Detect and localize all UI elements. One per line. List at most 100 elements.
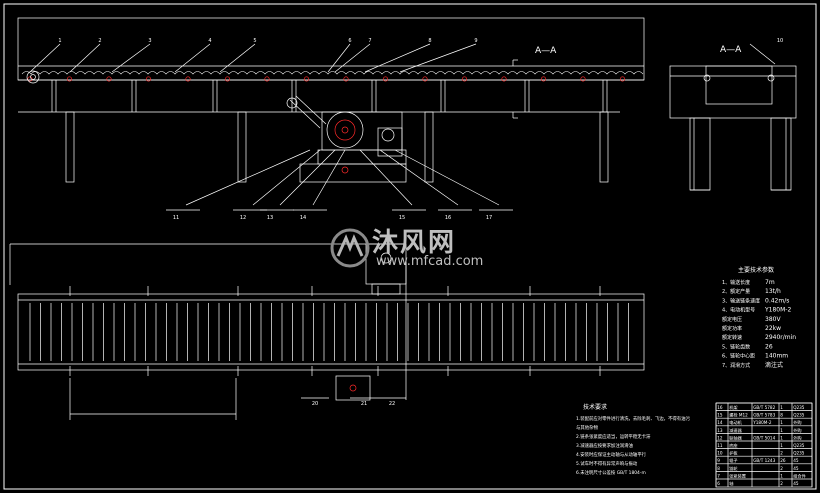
- title-cell: 8: [780, 413, 783, 418]
- title-cell: 12: [717, 435, 723, 440]
- title-cell: 联轴器: [729, 434, 742, 441]
- drive-sprocket: [326, 111, 364, 149]
- title-cell: Q235: [793, 443, 805, 448]
- note-line: 6.未注明尺寸公差按 GB/T 1804-m: [576, 469, 646, 476]
- watermark-title: 沐风网: [372, 228, 457, 258]
- tail-sprocket: [26, 70, 40, 84]
- spec-value: 滴注式: [765, 361, 783, 369]
- side-leg-left: [689, 117, 711, 191]
- title-cell: Q235: [793, 413, 805, 418]
- drawing-border: [3, 3, 817, 490]
- title-cell: Q235: [793, 405, 805, 410]
- callout-top: 3: [148, 38, 151, 44]
- specs-title: 主要技术参数: [738, 266, 774, 274]
- leader-line: [29, 43, 61, 73]
- spec-key: 2、额定产量: [722, 288, 750, 295]
- drive-sprocket-inner: [334, 119, 356, 141]
- leader-line: [312, 149, 346, 206]
- title-cell: 26: [780, 458, 786, 463]
- spec-value: 26: [765, 343, 773, 350]
- callout-top: 2: [98, 38, 101, 44]
- leader-line: [749, 43, 776, 65]
- title-cell: 45: [793, 458, 799, 463]
- title-cell: GB/T 5783: [753, 413, 775, 418]
- spec-value: 0.42m/s: [765, 297, 789, 304]
- callout-plan: 22: [389, 401, 395, 407]
- spec-key: 额定电压: [722, 316, 742, 323]
- callout-top: 7: [368, 38, 371, 44]
- side-hopper-frame: [669, 65, 797, 119]
- title-cell: 1: [780, 473, 783, 478]
- leader-line: [252, 149, 321, 206]
- roller-dot: [501, 76, 507, 82]
- roller-dot: [224, 76, 231, 82]
- spec-value: 140mm: [765, 353, 788, 360]
- roller-dot: [461, 76, 468, 82]
- callout-plan: 21: [361, 401, 367, 407]
- title-cell: 张紧装置: [729, 472, 746, 479]
- title-cell: 6: [717, 481, 720, 486]
- note-line: 2.链条张紧度应适当，运转平稳无卡滞: [576, 433, 651, 440]
- side-leg-right: [770, 117, 792, 191]
- note-line: 3.减速器应按要求加注润滑油: [576, 442, 633, 449]
- title-cell: 2: [780, 481, 783, 486]
- spec-value: 380V: [765, 316, 781, 323]
- title-cell: GB/T 5782: [753, 405, 775, 410]
- title-cell: 组合件: [793, 472, 806, 479]
- callout-bottom: 14: [300, 215, 306, 221]
- section-label-main: A—A: [535, 46, 557, 56]
- title-cell: 外购: [793, 434, 801, 441]
- tension-arm: [289, 99, 321, 129]
- roller-dot: [185, 76, 191, 82]
- title-cell: GB/T 1243: [753, 458, 775, 463]
- title-cell: 减速器: [729, 427, 742, 434]
- leader-line: [379, 149, 459, 206]
- spec-key: 5、链轮齿数: [722, 343, 750, 350]
- spec-value: 13t/h: [765, 288, 781, 295]
- leader-line: [219, 43, 256, 73]
- spec-value: 7m: [765, 279, 775, 286]
- callout-bottom: 11: [173, 215, 179, 221]
- leader-line: [359, 149, 413, 206]
- callout-bottom: 15: [399, 215, 405, 221]
- spec-key: 4、电动机型号: [722, 307, 755, 314]
- note-line: 1.装配前应对零件进行清洗，去除毛刺、飞边，不得有油污: [576, 415, 691, 422]
- title-cell: 1: [780, 420, 783, 425]
- leader-line: [399, 43, 477, 73]
- title-cell: 2: [780, 451, 783, 456]
- note-line: 5.试车时不得有异常声响与振动: [576, 460, 638, 467]
- watermark: 沐风网 www.mfcad.com: [328, 222, 498, 278]
- support-leg: [65, 111, 75, 183]
- drive-lower-dot: [341, 166, 349, 174]
- roller-dot: [619, 76, 626, 82]
- roller-dot: [540, 76, 547, 82]
- title-cell: 外购: [793, 427, 801, 434]
- side-roller: [703, 74, 711, 82]
- drive-hub: [341, 126, 349, 134]
- title-cell: 10: [717, 451, 723, 456]
- roller-dot: [422, 76, 428, 82]
- title-cell: 7: [717, 473, 720, 478]
- plan-motor-mount: [371, 283, 401, 295]
- leader-line: [279, 149, 336, 206]
- side-roller: [767, 74, 775, 82]
- plan-base-plate: [335, 375, 371, 401]
- note-line: 4.安装时应保证主动轴与从动轴平行: [576, 451, 647, 458]
- spec-key: 6、链轮中心距: [722, 353, 755, 360]
- title-cell: 2: [780, 466, 783, 471]
- title-cell: 辊子: [729, 457, 737, 464]
- roller-dot: [106, 76, 112, 82]
- tension-wheel: [286, 97, 298, 109]
- title-cell: 轴: [729, 480, 733, 487]
- title-cell: 底座: [729, 442, 737, 449]
- reducer-gear: [381, 128, 395, 142]
- notes-title: 技术要求: [583, 403, 607, 411]
- title-cell: 11: [717, 443, 723, 448]
- roller-dot: [145, 76, 152, 82]
- tail-sprocket-hub: [30, 74, 36, 80]
- roller-dot: [382, 76, 389, 82]
- title-cell: 13: [717, 428, 723, 433]
- spec-value: 22kw: [765, 325, 781, 332]
- leader-line: [111, 43, 151, 73]
